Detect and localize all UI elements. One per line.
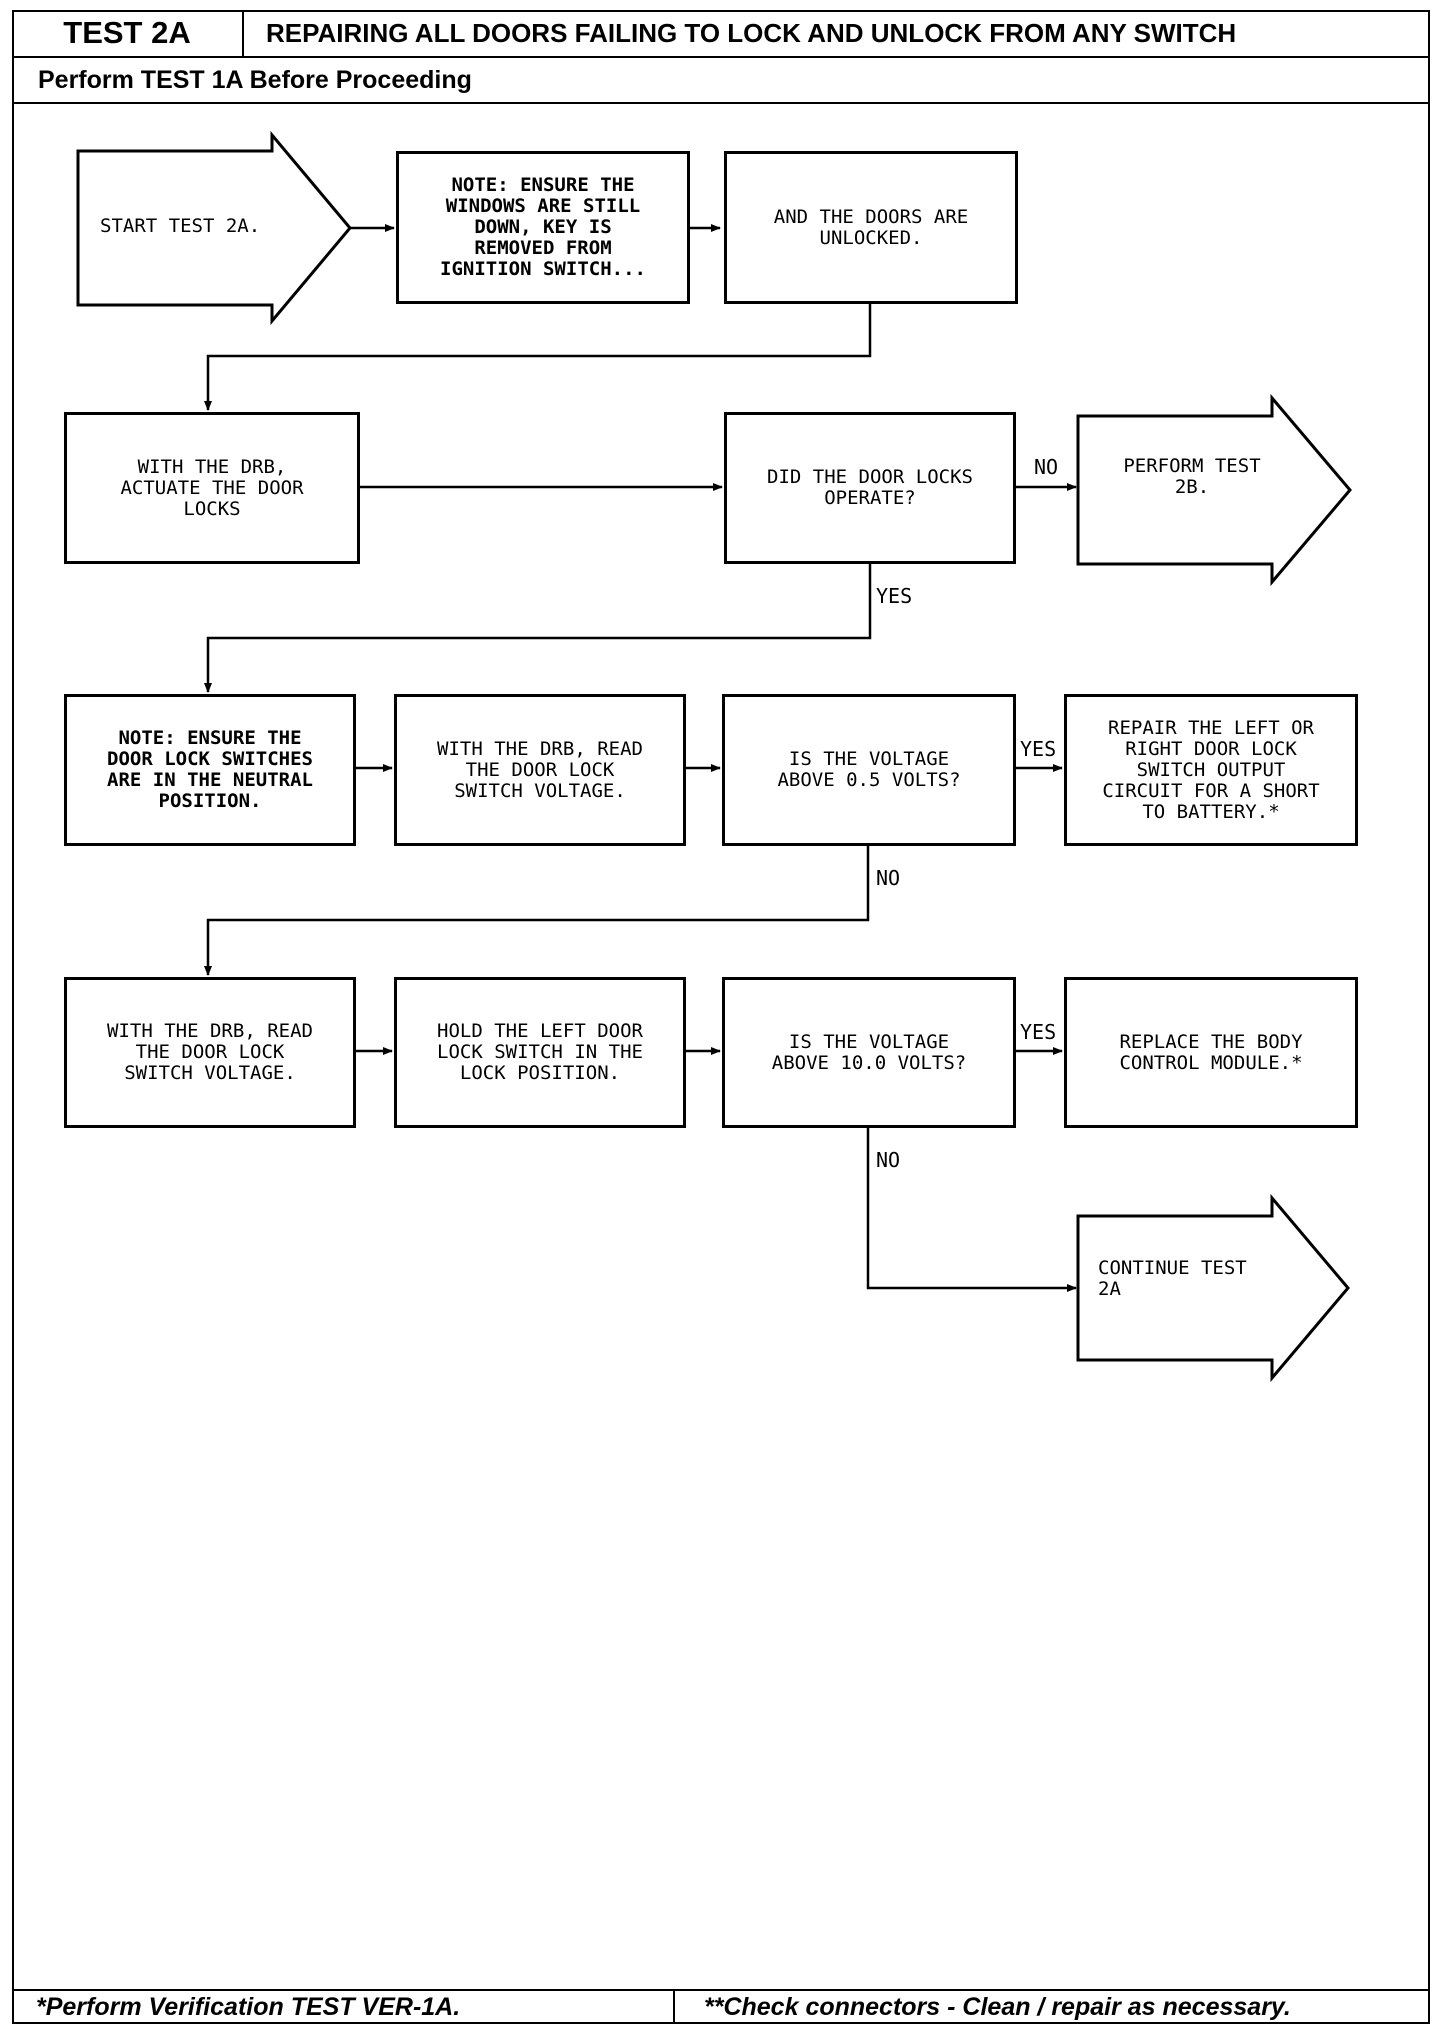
yes-label-operate: YES xyxy=(876,584,913,608)
page-frame xyxy=(12,10,1430,2024)
no-label-10: NO xyxy=(876,1148,901,1172)
read-switch-voltage-box: WITH THE DRB, READ THE DOOR LOCK SWITCH … xyxy=(394,694,686,846)
continue-2a-block-arrow xyxy=(1076,1193,1350,1383)
note-switches-neutral-box: NOTE: ENSURE THE DOOR LOCK SWITCHES ARE … xyxy=(64,694,356,846)
prerequisite-note: Perform TEST 1A Before Proceeding xyxy=(38,66,472,94)
actuate-door-locks-box: WITH THE DRB, ACTUATE THE DOOR LOCKS xyxy=(64,412,360,564)
no-label-operate: NO xyxy=(1034,455,1059,479)
footer-connectors-note: **Check connectors - Clean / repair as n… xyxy=(704,1993,1291,2021)
voltage-above-0-5-decision: IS THE VOLTAGE ABOVE 0.5 VOLTS? xyxy=(722,694,1016,846)
perform-2b-block-arrow xyxy=(1076,393,1352,587)
yes-label-0-5: YES xyxy=(1020,737,1057,761)
subheader-row xyxy=(12,56,1430,104)
page-title: REPAIRING ALL DOORS FAILING TO LOCK AND … xyxy=(266,18,1237,48)
start-test-label: START TEST 2A. xyxy=(100,215,261,237)
did-locks-operate-decision: DID THE DOOR LOCKS OPERATE? xyxy=(724,412,1016,564)
note-windows-down-box: NOTE: ENSURE THE WINDOWS ARE STILL DOWN,… xyxy=(396,151,690,304)
replace-body-control-module-box: REPLACE THE BODY CONTROL MODULE.* xyxy=(1064,977,1358,1128)
doors-unlocked-box: AND THE DOORS ARE UNLOCKED. xyxy=(724,151,1018,304)
perform-test-2b-label: PERFORM TEST 2B. xyxy=(1123,455,1261,498)
hold-left-lock-switch-box: HOLD THE LEFT DOOR LOCK SWITCH IN THE LO… xyxy=(394,977,686,1128)
header-row xyxy=(12,10,1430,58)
voltage-above-10-decision: IS THE VOLTAGE ABOVE 10.0 VOLTS? xyxy=(722,977,1016,1128)
start-block-arrow xyxy=(76,130,352,326)
repair-short-to-battery-box: REPAIR THE LEFT OR RIGHT DOOR LOCK SWITC… xyxy=(1064,694,1358,846)
read-switch-voltage-box-2: WITH THE DRB, READ THE DOOR LOCK SWITCH … xyxy=(64,977,356,1128)
no-label-0-5: NO xyxy=(876,866,901,890)
yes-label-10: YES xyxy=(1020,1020,1057,1044)
continue-test-2a-label: CONTINUE TEST 2A xyxy=(1098,1257,1247,1300)
footer-verification-note: *Perform Verification TEST VER-1A. xyxy=(36,1993,461,2021)
test-id: TEST 2A xyxy=(12,10,244,56)
